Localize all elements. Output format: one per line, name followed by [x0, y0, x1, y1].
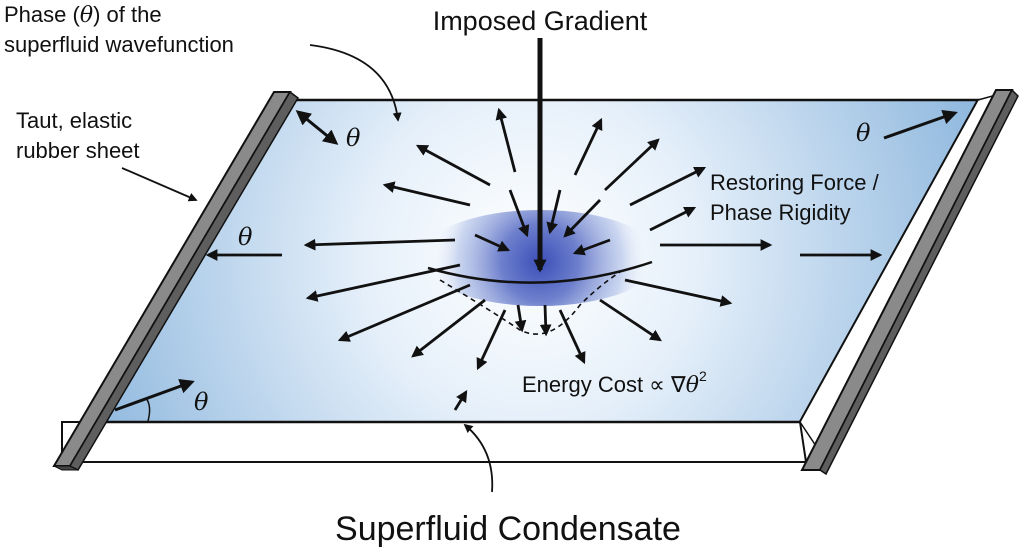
right-clamp-bar [800, 88, 1019, 476]
radial-arrow [337, 283, 471, 342]
phase-callout-curve [309, 44, 402, 122]
sheet-label-line1: Taut, elastic [16, 108, 132, 133]
condensate-callout-curve [463, 423, 494, 493]
restoring-force-label-line2: Phase Rigidity [710, 200, 851, 225]
imposed-gradient-label: Imposed Gradient [433, 6, 648, 36]
sheet-callout-line [121, 167, 198, 202]
theta-double-arrow-top-left [295, 110, 339, 145]
radial-arrow [411, 298, 486, 358]
restoring-force-label-line1: Restoring Force / [710, 170, 880, 195]
radial-arrow [476, 309, 507, 371]
radial-arrow [558, 309, 586, 365]
theta-arrow-top-right [883, 109, 958, 140]
theta-arrow-bottom-left [114, 379, 195, 412]
radial-arrow [539, 304, 552, 337]
radial-arrow [573, 117, 603, 176]
radial-arrow [514, 304, 527, 333]
sheet-base-edge [61, 421, 808, 463]
radial-arrow [495, 107, 517, 173]
restoring-force-arrows [205, 107, 883, 411]
radial-arrow [305, 263, 461, 302]
radial-arrow [474, 233, 511, 252]
radial-arrow [572, 238, 611, 256]
superfluid-condensate-label: Superfluid Condensate [335, 510, 681, 548]
phase-label-line1: Phase (θ) of the [4, 2, 162, 28]
radial-arrow [382, 181, 471, 207]
radial-arrow [508, 189, 530, 238]
radial-arrow [629, 166, 707, 207]
radial-arrow [563, 199, 602, 238]
theta-symbol-top-right: θ [856, 119, 871, 147]
radial-arrow [546, 189, 562, 235]
theta-angle-arc [145, 397, 151, 422]
theta-symbol-top-left: θ [346, 124, 361, 152]
radial-arrow [599, 298, 662, 342]
energy-cost-label: Energy Cost ∝ ∇θ2 [522, 368, 707, 398]
radial-arrow [415, 144, 491, 187]
theta-symbol-bottom-left: θ [194, 388, 209, 416]
edge-arrow-bottom [453, 389, 468, 411]
phase-label-line2: superfluid wavefunction [4, 32, 234, 57]
left-clamp-bar [52, 90, 299, 471]
radial-arrow [303, 238, 456, 251]
sheet-label-line2: rubber sheet [16, 138, 140, 163]
radial-arrow [624, 278, 733, 307]
theta-symbol-left: θ [238, 223, 253, 251]
dimple-rim [427, 260, 653, 284]
radial-arrow [649, 206, 697, 232]
radial-arrow [604, 138, 660, 192]
